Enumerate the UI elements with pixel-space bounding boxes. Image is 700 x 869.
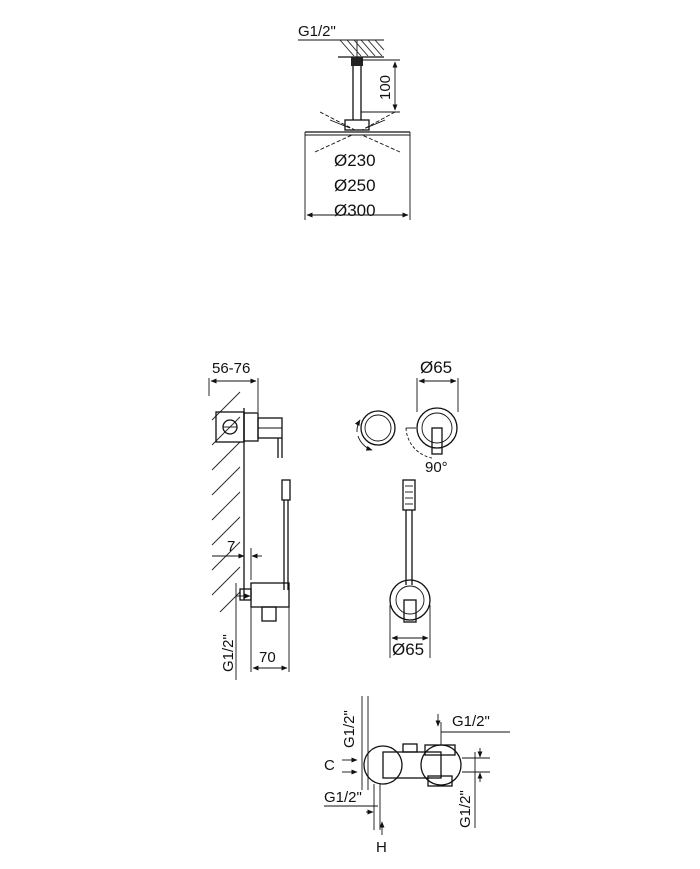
offset-label: 7 (227, 538, 235, 555)
side-mixer-body (243, 412, 259, 442)
body-top-view: G1/2" C G1/2" G1/2" H G1/ (324, 696, 510, 856)
mixer-rosette (416, 407, 458, 449)
bottom-thread-bottom-right-label: G1/2" (457, 790, 474, 828)
side-hand-shower (281, 479, 291, 590)
diameter-300-label: Ø300 (334, 201, 376, 220)
bottom-thread-top-left-label: G1/2" (341, 710, 358, 748)
front-hand-shower (402, 479, 416, 585)
front-diameter-top-label: Ø65 (420, 358, 452, 377)
wall-hatch (211, 391, 245, 613)
bottom-left-rosette (363, 745, 403, 785)
width-label: 70 (259, 649, 276, 666)
wall-outlet-body (250, 582, 290, 608)
c-label: C (324, 757, 335, 774)
h-label: H (376, 839, 387, 856)
diameter-230-label: Ø230 (334, 151, 376, 170)
mixer-body-top (382, 751, 442, 779)
bottom-thread-top-right-label: G1/2" (452, 713, 490, 730)
outlet-rosette (389, 579, 431, 621)
front-diameter-bottom-label: Ø65 (392, 640, 424, 659)
shower-head (305, 111, 410, 153)
depth-label: 56-76 (212, 360, 250, 377)
side-thread-label: G1/2" (220, 634, 237, 672)
mixer-side-view: 56-76 (208, 360, 291, 680)
overhead-shower-view: G1/2" 100 (298, 23, 411, 220)
ceiling-hatch (338, 39, 385, 58)
overhead-thread-label: G1/2" (298, 23, 336, 40)
ceiling-connector (351, 57, 363, 66)
bottom-thread-bottom-left-label: G1/2" (324, 789, 362, 806)
angle-label: 90° (425, 459, 448, 476)
mixer-front-view: Ø65 90° Ø65 (354, 358, 459, 659)
overhead-height-label: 100 (377, 75, 394, 100)
diverter-rosette (360, 410, 396, 446)
diameter-250-label: Ø250 (334, 176, 376, 195)
